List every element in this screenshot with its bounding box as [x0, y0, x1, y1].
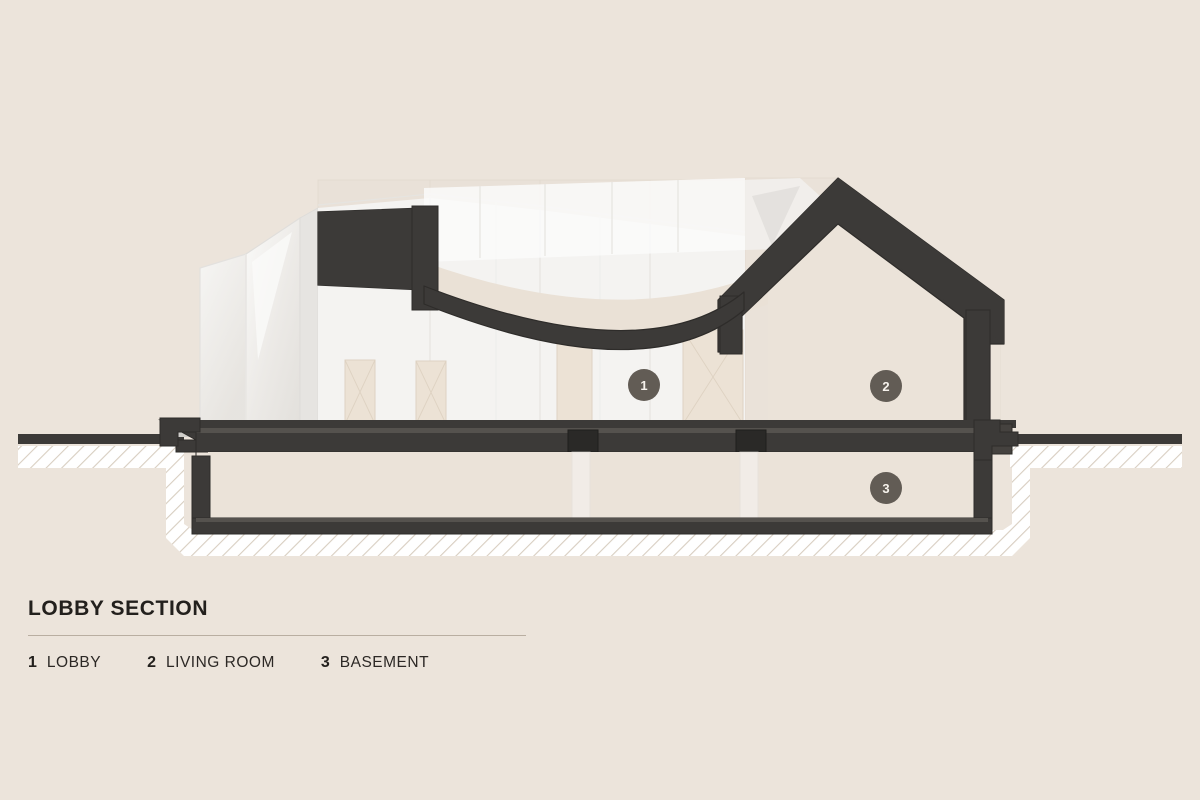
curved-ceiling-band — [423, 285, 745, 351]
grade-line-left — [18, 434, 184, 444]
legend-item-basement: 3 BASEMENT — [321, 654, 429, 672]
beam-block — [735, 429, 767, 453]
beam-block — [567, 429, 599, 453]
curved-soffit-fill — [424, 252, 806, 333]
legend-number: 1 — [28, 654, 37, 672]
room-marker-3[interactable]: 3 — [870, 472, 902, 504]
legend-item-lobby: 1 LOBBY — [28, 654, 101, 672]
marker-number: 1 — [640, 378, 647, 393]
title-divider — [28, 635, 526, 637]
legend-label: BASEMENT — [339, 654, 430, 672]
right-column — [965, 309, 991, 425]
basement-structure — [158, 417, 1019, 535]
basement-fill — [208, 452, 976, 528]
legend: 1 LOBBY 2 LIVING ROOM 3 BASEMENT — [28, 654, 548, 672]
marker-number: 2 — [882, 379, 889, 394]
gable-roof-right — [717, 177, 1005, 425]
section-svg: 1 2 3 — [18, 177, 1182, 556]
earth-hatch-left — [18, 446, 184, 468]
living-room-fill — [768, 186, 1000, 422]
marker-circle — [870, 370, 902, 402]
grade-line-right — [1010, 434, 1182, 444]
marker-circle — [628, 369, 660, 401]
legend-number: 3 — [320, 654, 330, 672]
slab-top-line — [160, 420, 1016, 428]
marker-number: 3 — [882, 481, 889, 496]
cantilever-canopy — [317, 205, 439, 311]
legend-number: 2 — [147, 654, 157, 672]
room-marker-1[interactable]: 1 — [628, 369, 660, 401]
caption-block: LOBBY SECTION 1 LOBBY 2 LIVING ROOM 3 BA… — [28, 596, 548, 672]
section-drawing: 1 2 3 — [18, 177, 1182, 556]
basement-wall-step-right — [973, 419, 1019, 461]
glass-volume-left — [199, 207, 319, 423]
legend-label: LIVING ROOM — [166, 654, 275, 672]
room-marker-2[interactable]: 2 — [870, 370, 902, 402]
legend-item-living-room: 2 LIVING ROOM — [147, 654, 275, 672]
page-title: LOBBY SECTION — [28, 597, 209, 620]
legend-label: LOBBY — [46, 654, 102, 672]
ground-floor-slab — [160, 420, 1016, 455]
earth-hatch-right — [1010, 446, 1182, 468]
exterior-grade — [18, 434, 1182, 468]
door-panel — [344, 359, 376, 425]
upper-glazing-band — [424, 178, 820, 262]
room-markers: 1 2 3 — [628, 369, 902, 504]
marker-circle — [870, 472, 902, 504]
basement-columns — [571, 451, 759, 529]
door-panel — [415, 360, 447, 425]
